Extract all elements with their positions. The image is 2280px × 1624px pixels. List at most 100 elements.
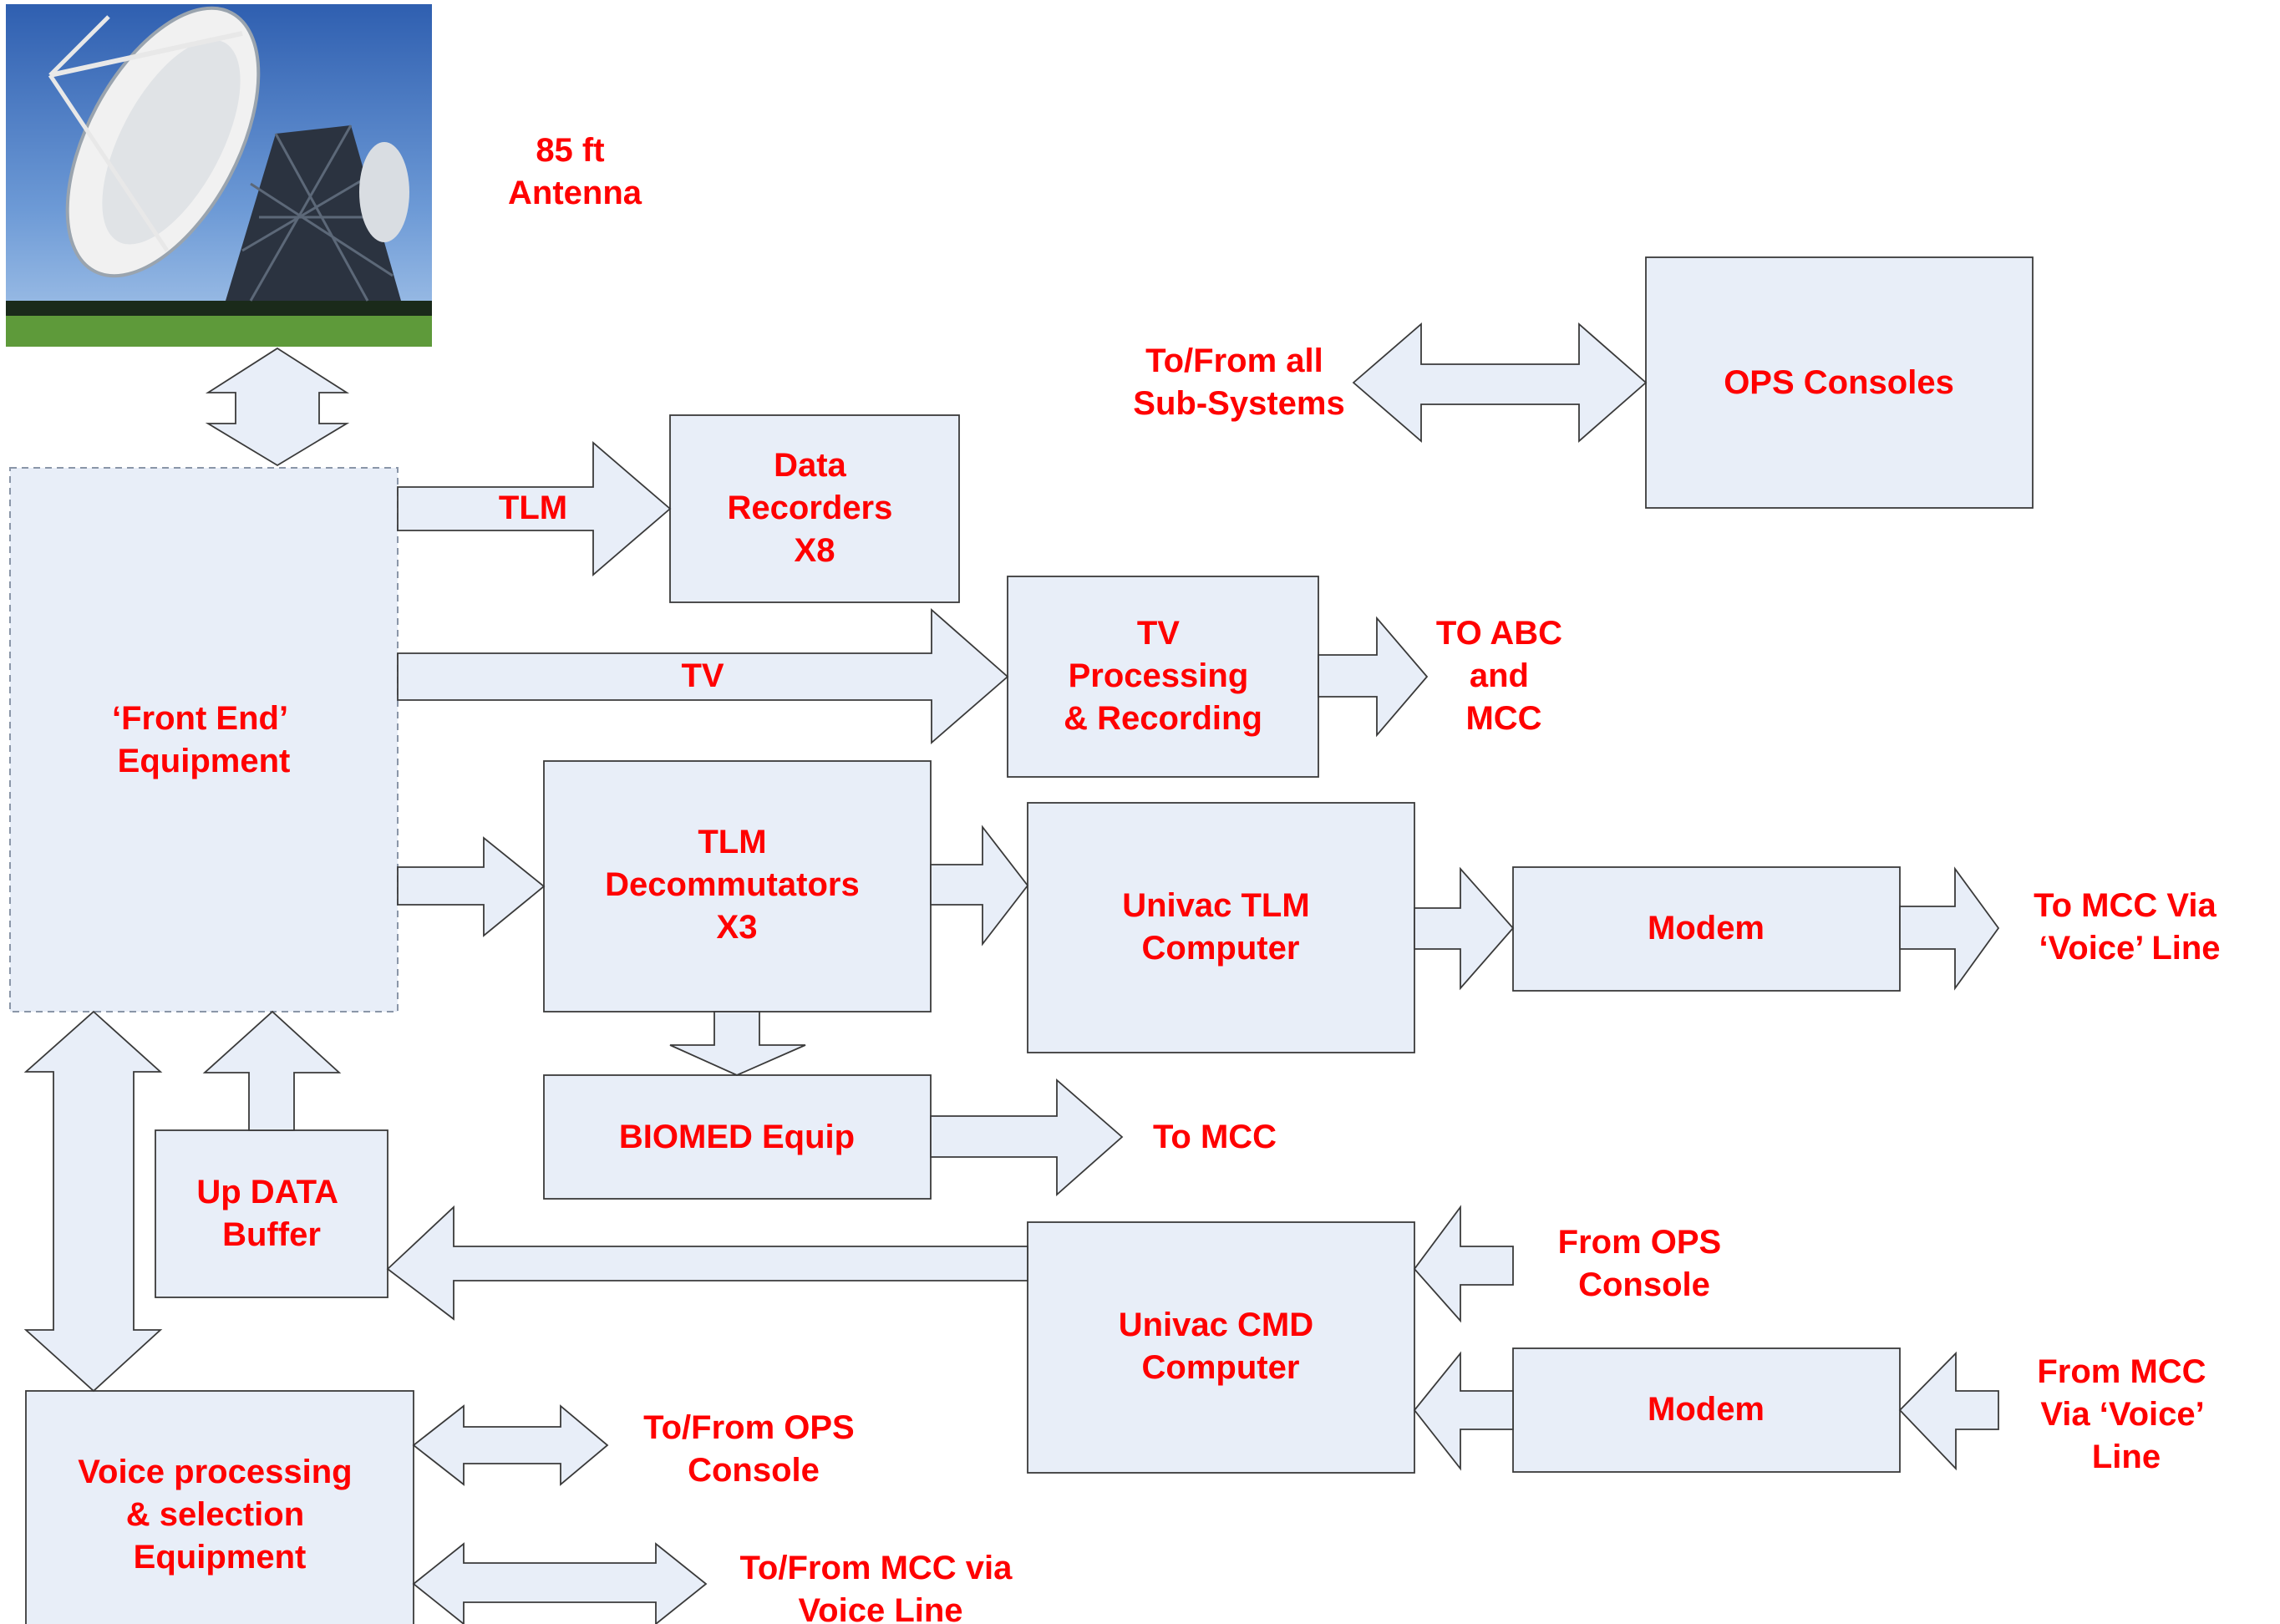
tv-processing-label-line: TV bbox=[1137, 615, 1180, 652]
modem-top-box bbox=[1512, 866, 1901, 992]
univac-cmd-label-line: Univac CMD bbox=[1119, 1307, 1313, 1343]
tv-processing-label-line: & Recording bbox=[1064, 700, 1262, 737]
antenna-photo bbox=[6, 4, 432, 347]
to-mcc-voice-edge-label-line: To MCC Via bbox=[2034, 887, 2217, 924]
subsystems-edge-label: To/From all Sub-Systems bbox=[1133, 343, 1344, 422]
univac-tlm-label-line: Univac TLM bbox=[1122, 887, 1309, 924]
tv-to-abc-arrow bbox=[1318, 616, 1429, 738]
univac-cmd-computer-box bbox=[1027, 1221, 1415, 1474]
to-from-mcc-voice-edge-label: To/From MCC via Voice Line bbox=[739, 1550, 1021, 1624]
voice-mcc-arrow bbox=[412, 1542, 708, 1624]
up-data-buffer-label-line: Buffer bbox=[222, 1216, 321, 1253]
cmd-to-buffer-arrow bbox=[386, 1205, 1028, 1321]
subsystems-edge-label-line: To/From all bbox=[1145, 343, 1323, 379]
from-mcc-voice-edge-label: From MCC Via ‘Voice’ Line bbox=[2037, 1353, 2215, 1475]
to-mcc-edge-label-line: To MCC bbox=[1153, 1119, 1277, 1155]
univac-tlm-to-modem-arrow bbox=[1414, 866, 1515, 991]
tlm-decommutators-label-line: Decommutators bbox=[605, 866, 860, 903]
from-ops-console-edge-label-line: From OPS bbox=[1558, 1224, 1722, 1261]
from-mcc-voice-edge-label-line: From MCC bbox=[2037, 1353, 2206, 1390]
modem-bottom-label: Modem bbox=[1648, 1391, 1765, 1428]
to-abc-mcc-edge-label-line: MCC bbox=[1465, 700, 1541, 737]
modem-to-cmd-arrow bbox=[1413, 1351, 1514, 1471]
to-mcc-voice-edge-label: To MCC Via ‘Voice’ Line bbox=[2034, 887, 2226, 967]
voice-ops-arrow bbox=[412, 1404, 609, 1486]
modem-top-label: Modem bbox=[1648, 910, 1765, 946]
univac-cmd-label-line: Computer bbox=[1142, 1349, 1300, 1386]
data-recorders-label-line: Recorders bbox=[728, 490, 893, 526]
up-data-buffer-label-line: Up DATA bbox=[196, 1174, 338, 1210]
tv-edge-label: TV bbox=[681, 657, 724, 694]
data-recorders-label-line: Data bbox=[774, 447, 846, 484]
data-recorders-box bbox=[669, 414, 960, 603]
from-ops-console-arrow bbox=[1413, 1205, 1514, 1323]
voice-processing-label-line: Equipment bbox=[134, 1539, 307, 1576]
modem-bottom-label-line: Modem bbox=[1648, 1391, 1765, 1428]
tv-arrow bbox=[397, 608, 1009, 744]
ops-consoles-label-line: OPS Consoles bbox=[1724, 364, 1954, 401]
front-end-equipment-box bbox=[9, 467, 399, 1012]
from-mcc-arrow bbox=[1898, 1351, 1999, 1471]
data-recorders-label: Data Recorders X8 bbox=[728, 447, 902, 569]
to-mcc-edge-label: To MCC bbox=[1153, 1119, 1277, 1155]
voice-processing-label-line: & selection bbox=[126, 1496, 304, 1533]
data-recorders-label-line: X8 bbox=[795, 532, 835, 569]
modem-to-mcc-arrow bbox=[1899, 866, 2000, 991]
to-from-ops-console-edge-label: To/From OPS Console bbox=[643, 1409, 864, 1489]
biomed-equip-label: BIOMED Equip bbox=[619, 1119, 855, 1155]
subsystems-ops-arrow bbox=[1352, 322, 1648, 443]
antenna-label: 85 ft Antenna bbox=[508, 132, 642, 211]
front-end-voice-arrow bbox=[23, 1010, 163, 1393]
up-data-buffer-label: Up DATA Buffer bbox=[196, 1174, 346, 1253]
tlm-edge-label-line: TLM bbox=[499, 490, 567, 526]
to-abc-mcc-edge-label-line: TO ABC bbox=[1436, 615, 1562, 652]
tlm-decommutators-label-line: X3 bbox=[717, 909, 758, 946]
tv-processing-label-line: Processing bbox=[1069, 657, 1249, 694]
tv-processing-box bbox=[1007, 576, 1319, 778]
from-mcc-voice-edge-label-line: Via ‘Voice’ bbox=[2040, 1396, 2202, 1433]
up-data-buffer-box bbox=[155, 1129, 388, 1298]
from-mcc-voice-edge-label-line: Line bbox=[2092, 1439, 2161, 1475]
decom-to-biomed-arrow bbox=[669, 1011, 806, 1076]
from-ops-console-edge-label-line: Console bbox=[1578, 1266, 1710, 1303]
biomed-to-mcc-arrow bbox=[930, 1078, 1124, 1196]
voice-processing-box bbox=[25, 1390, 414, 1624]
modem-bottom-box bbox=[1512, 1347, 1901, 1473]
univac-tlm-label: Univac TLM Computer bbox=[1122, 887, 1319, 967]
front-end-to-decom-arrow bbox=[397, 836, 546, 937]
univac-tlm-computer-box bbox=[1027, 802, 1415, 1053]
voice-processing-label-line: Voice processing bbox=[78, 1454, 352, 1490]
tlm-decommutators-box bbox=[543, 760, 932, 1012]
to-from-ops-console-edge-label-line: To/From OPS bbox=[643, 1409, 855, 1446]
voice-processing-label: Voice processing & selection Equipment bbox=[78, 1454, 361, 1576]
tv-processing-label: TV Processing & Recording bbox=[1064, 615, 1262, 737]
tlm-arrow bbox=[397, 441, 672, 576]
to-from-ops-console-edge-label-line: Console bbox=[688, 1452, 820, 1489]
biomed-equip-box bbox=[543, 1074, 932, 1200]
to-abc-mcc-edge-label-line: and bbox=[1470, 657, 1529, 694]
antenna-label-line: 85 ft bbox=[536, 132, 604, 169]
from-ops-console-edge-label: From OPS Console bbox=[1558, 1224, 1731, 1303]
tlm-decommutators-label: TLM Decommutators X3 bbox=[605, 824, 869, 946]
front-end-label-line: ‘Front End’ bbox=[112, 700, 287, 737]
antenna-label-line: Antenna bbox=[508, 175, 642, 211]
to-mcc-voice-edge-label-line: ‘Voice’ Line bbox=[2039, 930, 2220, 967]
biomed-equip-label-line: BIOMED Equip bbox=[619, 1119, 855, 1155]
tv-edge-label-line: TV bbox=[681, 657, 724, 694]
decom-to-univac-tlm-arrow bbox=[930, 825, 1029, 946]
tlm-decommutators-label-line: TLM bbox=[698, 824, 766, 860]
univac-cmd-label: Univac CMD Computer bbox=[1119, 1307, 1323, 1386]
to-from-mcc-voice-edge-label-line: To/From MCC via bbox=[739, 1550, 1013, 1586]
to-abc-mcc-edge-label: TO ABC and MCC bbox=[1436, 615, 1572, 737]
univac-tlm-label-line: Computer bbox=[1142, 930, 1300, 967]
buffer-to-front-end-arrow bbox=[202, 1010, 342, 1131]
tlm-edge-label: TLM bbox=[499, 490, 567, 526]
front-end-label: ‘Front End’ Equipment bbox=[112, 700, 296, 779]
antenna-front-end-arrow bbox=[205, 347, 350, 467]
to-from-mcc-voice-edge-label-line: Voice Line bbox=[798, 1592, 962, 1624]
ops-consoles-box bbox=[1645, 256, 2034, 509]
modem-top-label-line: Modem bbox=[1648, 910, 1765, 946]
front-end-label-line: Equipment bbox=[118, 743, 291, 779]
ops-consoles-label: OPS Consoles bbox=[1724, 364, 1954, 401]
